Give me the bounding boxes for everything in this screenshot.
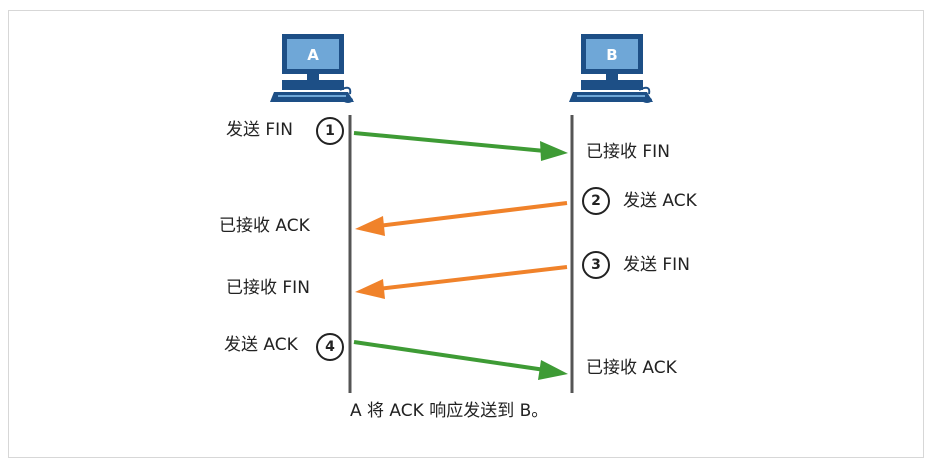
step-2-badge: 2 bbox=[582, 187, 610, 215]
step-2-send-label: 发送 ACK bbox=[623, 191, 697, 211]
step-3-receive-label: 已接收 FIN bbox=[226, 278, 310, 298]
diagram-frame bbox=[8, 10, 924, 458]
arrow-ack-b-to-a bbox=[377, 201, 568, 228]
computer-b-icon: B bbox=[569, 34, 653, 103]
step-3-send-label: 发送 FIN bbox=[623, 255, 690, 275]
step-3-badge: 3 bbox=[582, 251, 610, 279]
diagram-caption: A 将 ACK 响应发送到 B。 bbox=[350, 401, 549, 421]
arrow-ack-a-to-b bbox=[353, 340, 546, 372]
arrow-fin-a-to-b-head bbox=[540, 141, 568, 161]
step-1-receive-label: 已接收 FIN bbox=[586, 142, 670, 162]
step-4-send-label: 发送 ACK bbox=[224, 335, 298, 355]
arrow-ack-b-to-a-head bbox=[355, 216, 385, 236]
arrow-fin-b-to-a-head bbox=[355, 279, 385, 299]
computer-b-label: B bbox=[606, 46, 617, 64]
computer-a-icon: A bbox=[270, 34, 354, 103]
step-4-badge: 4 bbox=[316, 333, 344, 361]
computer-a-label: A bbox=[307, 46, 319, 64]
step-4-receive-label: 已接收 ACK bbox=[586, 358, 677, 378]
step-2-receive-label: 已接收 ACK bbox=[219, 216, 310, 236]
step-1-send-label: 发送 FIN bbox=[226, 120, 293, 140]
arrow-fin-b-to-a bbox=[377, 265, 568, 291]
arrow-fin-a-to-b bbox=[353, 131, 546, 153]
step-1-badge: 1 bbox=[316, 117, 344, 145]
arrow-ack-a-to-b-head bbox=[538, 360, 568, 380]
